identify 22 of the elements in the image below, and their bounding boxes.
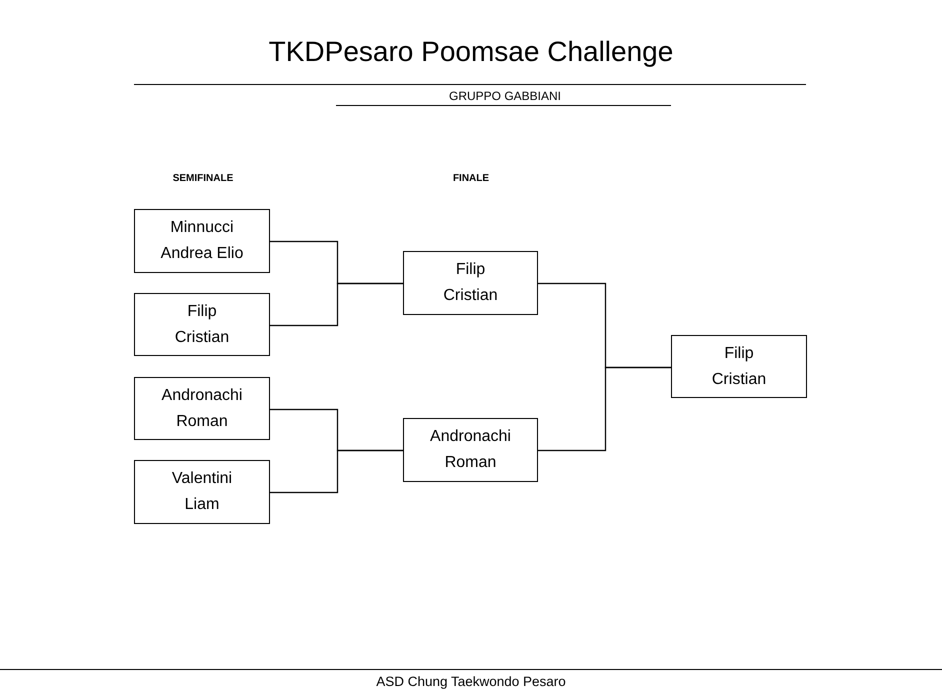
footer-text: ASD Chung Taekwondo Pesaro	[376, 673, 566, 690]
competitor-name: Filip Cristian	[712, 344, 766, 390]
group-subtitle: GRUPPO GABBIANI	[448, 88, 562, 104]
competitor-box	[134, 293, 270, 356]
competitor-box	[403, 418, 538, 482]
competitor-box	[134, 460, 270, 524]
competitor-name: Filip Cristian	[443, 260, 498, 306]
competitor-box	[403, 251, 538, 315]
competitor-box	[134, 377, 270, 440]
competitor-name: Valentini Liam	[172, 469, 232, 515]
round-heading: SEMIFINALE	[172, 172, 234, 186]
competitor-name: Andronachi Roman	[430, 427, 511, 473]
competitor-name: Minnucci Andrea Elio	[160, 218, 244, 264]
competitor-name: Filip Cristian	[174, 302, 230, 348]
bracket-connector	[270, 450, 403, 494]
competitor-box	[134, 209, 270, 273]
bracket-connector	[538, 366, 671, 452]
round-heading: FINALE	[452, 172, 490, 186]
page-title: TKDPesaro Poomsae Challenge	[268, 35, 674, 69]
competitor-box	[671, 335, 807, 398]
bracket-connector	[270, 282, 403, 326]
competitor-name: Andronachi Roman	[162, 386, 242, 432]
